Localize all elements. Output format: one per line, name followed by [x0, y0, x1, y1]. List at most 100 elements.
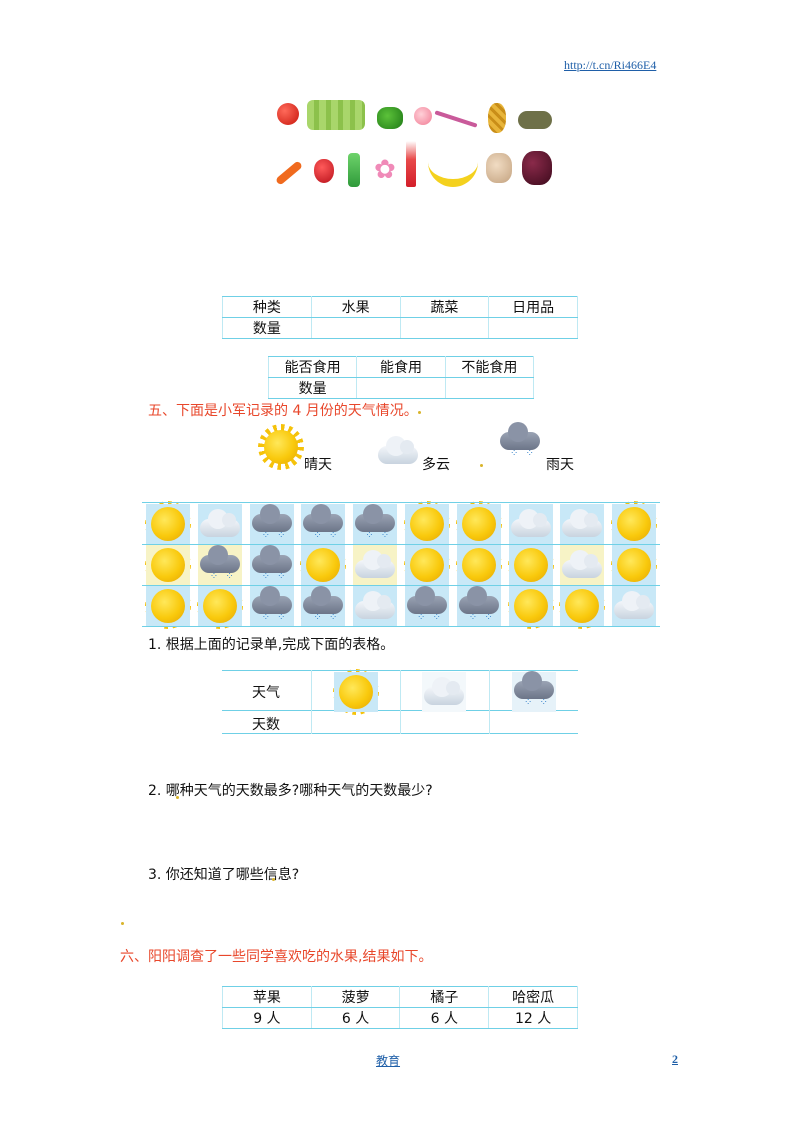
- grapes-icon: [522, 151, 552, 185]
- weather-day-cell: [146, 586, 190, 626]
- sun-icon: [617, 548, 652, 582]
- weather-day-cell: [405, 586, 449, 626]
- towel-icon: [307, 100, 365, 130]
- legend-cloudy-label: 多云: [422, 457, 450, 473]
- section6-title: 六、阳阳调查了一些同学喜欢吃的水果,结果如下。: [120, 949, 433, 965]
- weather-day-cell: [508, 504, 553, 544]
- toothbrush-icon: [434, 110, 478, 128]
- table-cell: 不能食用: [444, 356, 535, 378]
- legend-cloudy: 多云: [376, 426, 466, 473]
- weather-day-cell: [146, 504, 190, 544]
- rain-cloud-icon: [251, 545, 292, 582]
- cloud-icon: [424, 677, 464, 705]
- weather-record-grid: [142, 502, 660, 629]
- table-cell[interactable]: [488, 317, 578, 339]
- section5-title: 五、下面是小军记录的 4 月份的天气情况。: [148, 403, 418, 419]
- rain-cloud-icon: [199, 545, 240, 582]
- legend-sunny: 晴天: [258, 426, 338, 473]
- rain-cloud-icon: [355, 504, 396, 541]
- table-cell[interactable]: [399, 317, 490, 339]
- sun-icon: [151, 589, 185, 623]
- table-cell: 苹果: [222, 986, 312, 1008]
- table-cell: 水果: [310, 296, 401, 318]
- pepper-icon: [377, 107, 403, 129]
- rain-cloud-icon: [500, 422, 540, 459]
- sun-icon: [410, 507, 444, 541]
- weather-day-cell: [508, 545, 553, 585]
- cloud-icon: [378, 436, 418, 464]
- table-cell: 6 人: [310, 1007, 401, 1029]
- weather-day-cell: [612, 504, 657, 544]
- decor-dot: [418, 411, 421, 414]
- product-picture: ✿: [270, 95, 560, 195]
- weather-day-cell: [301, 504, 346, 544]
- carrot-icon: [274, 160, 304, 186]
- sun-icon: [461, 507, 496, 541]
- weather-day-cell: [405, 545, 449, 585]
- weather-day-cell: [456, 545, 501, 585]
- sun-icon: [151, 548, 185, 582]
- sun-icon: [264, 430, 298, 464]
- weather-row-label: 天气: [252, 685, 280, 701]
- weather-col-sunny: [334, 672, 378, 712]
- cloud-icon: [562, 550, 603, 578]
- sun-icon: [410, 548, 444, 582]
- decor-dot: [272, 878, 275, 881]
- weather-day-cell: [456, 586, 501, 626]
- weather-day-cell: [612, 545, 657, 585]
- weather-col-rainy: [512, 671, 556, 712]
- rain-cloud-icon: [251, 586, 292, 623]
- edible-table: 能否食用 能食用 不能食用 数量: [267, 356, 535, 399]
- table-cell: 能否食用: [267, 356, 358, 378]
- rain-cloud-icon: [514, 671, 554, 708]
- cloud-icon: [355, 591, 396, 619]
- question-2: 2. 哪种天气的天数最多?哪种天气的天数最少?: [148, 783, 433, 799]
- category-table: 种类 水果 蔬菜 日用品 数量: [222, 296, 578, 339]
- table-cell: 9 人: [222, 1007, 312, 1029]
- sun-icon: [565, 589, 600, 623]
- weather-day-cell: [612, 586, 657, 626]
- page-number: 2: [672, 1052, 678, 1066]
- weather-count-table: 天气 天数: [222, 670, 578, 734]
- weather-day-cell: [560, 586, 605, 626]
- weather-day-cell: [249, 586, 294, 626]
- toothpaste-icon: [406, 141, 416, 187]
- weather-day-cell: [197, 586, 242, 626]
- weather-col-cloudy: [422, 672, 466, 712]
- question-1: 1. 根据上面的记录单,完成下面的表格。: [148, 637, 395, 653]
- sun-icon: [461, 548, 496, 582]
- rain-cloud-icon: [303, 586, 344, 623]
- rain-cloud-icon: [251, 504, 292, 541]
- weather-day-cell: [560, 545, 605, 585]
- question-3: 3. 你还知道了哪些信息?: [148, 867, 300, 883]
- weather-day-cell: [405, 504, 449, 544]
- potato-icon: [486, 153, 512, 183]
- header-link[interactable]: http://t.cn/Ri466E4: [564, 58, 657, 72]
- weather-day-cell: [301, 586, 346, 626]
- days-row-label: 天数: [252, 717, 280, 733]
- table-cell[interactable]: [356, 377, 446, 399]
- decor-dot: [480, 464, 483, 467]
- sun-icon: [202, 589, 237, 623]
- weather-day-cell: [353, 586, 398, 626]
- table-cell[interactable]: [310, 317, 401, 339]
- flower-icon: ✿: [374, 155, 396, 185]
- decor-dot: [121, 922, 124, 925]
- rain-cloud-icon: [458, 586, 499, 623]
- footer-link[interactable]: 教育: [376, 1054, 401, 1068]
- table-cell: 哈密瓜: [488, 986, 578, 1008]
- weather-day-cell: [197, 545, 242, 585]
- rain-cloud-icon: [303, 504, 344, 541]
- weather-day-cell: [560, 504, 605, 544]
- weather-day-cell: [249, 545, 294, 585]
- rain-cloud-icon: [407, 586, 447, 623]
- sun-icon: [617, 507, 652, 541]
- sun-icon: [151, 507, 185, 541]
- sun-icon: [306, 548, 341, 582]
- table-cell: 能食用: [356, 356, 446, 378]
- cloud-icon: [355, 550, 396, 578]
- pineapple-icon: [488, 103, 506, 133]
- fruit-survey-table: 苹果 菠萝 橘子 哈密瓜 9 人 6 人 6 人 12 人: [222, 986, 578, 1029]
- table-cell: 6 人: [399, 1007, 490, 1029]
- table-cell[interactable]: [444, 377, 535, 399]
